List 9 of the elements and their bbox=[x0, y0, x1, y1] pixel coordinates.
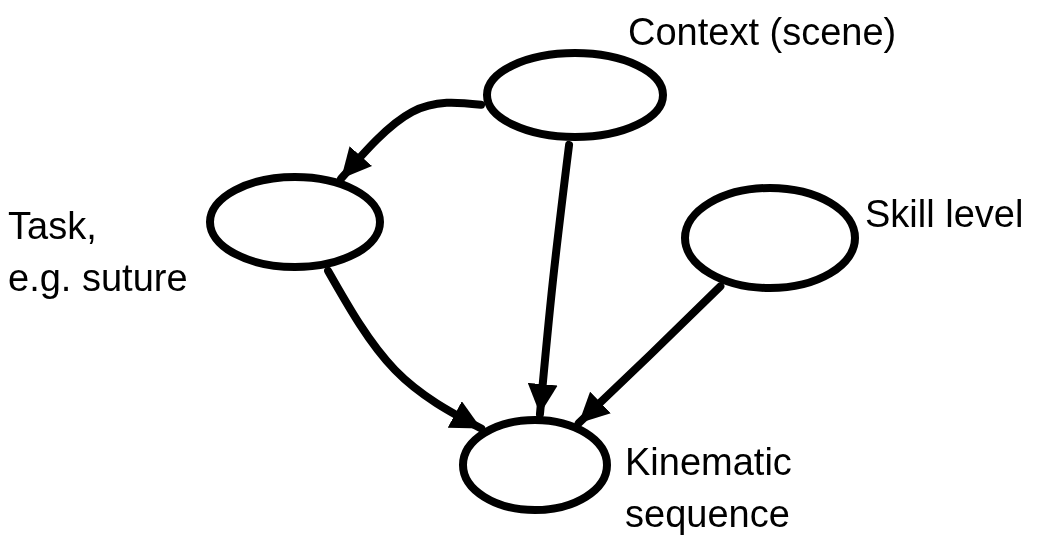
arrow bbox=[527, 140, 574, 419]
node-label: Task, bbox=[8, 204, 98, 249]
node-label: Context (scene) bbox=[628, 10, 898, 55]
node-label: e.g. suture bbox=[8, 256, 189, 301]
arrow bbox=[337, 98, 486, 183]
arrow bbox=[574, 282, 725, 428]
node-label: Kinematic sequence bbox=[625, 440, 793, 537]
arrow bbox=[324, 267, 486, 433]
node-label: Skill level bbox=[865, 192, 1025, 237]
